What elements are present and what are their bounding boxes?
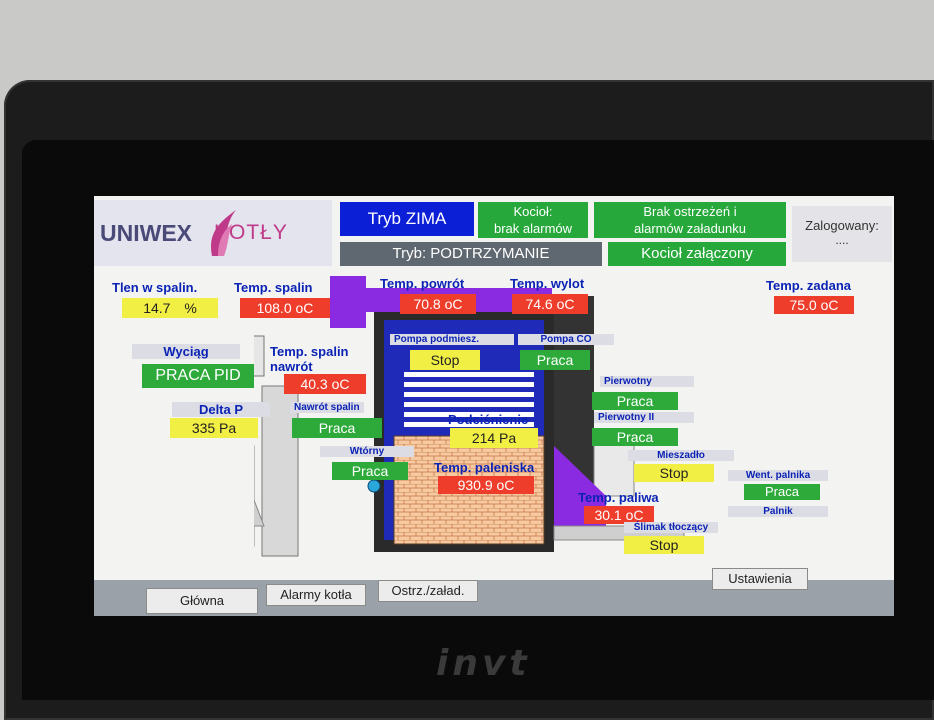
device-brand: invt <box>436 643 531 684</box>
burner-label: Palnik <box>728 506 828 517</box>
burner-fan-value[interactable]: Praca <box>744 484 820 500</box>
mode-indicator[interactable]: Tryb ZIMA <box>340 202 474 236</box>
exhaust-label: Wyciąg <box>132 344 240 359</box>
delta-p-value[interactable]: 335 Pa <box>170 418 258 438</box>
settings-button[interactable]: Ustawienia <box>712 568 808 590</box>
login-box[interactable]: Zalogowany: .... <box>792 206 892 262</box>
alarms-button[interactable]: Alarmy kotła <box>266 584 366 606</box>
uniwex-logo: UNIWEX KOTŁY <box>94 200 332 266</box>
exhaust-value[interactable]: PRACA PID <box>142 364 254 388</box>
co-pump-label: Pompa CO <box>518 334 614 345</box>
fuel-temp-value[interactable]: 30.1 oC <box>584 506 654 524</box>
flue-return-temp-value[interactable]: 40.3 oC <box>284 374 366 394</box>
burner-fan-label: Went. palnika <box>728 470 828 481</box>
flue-return-label: Nawrót spalin <box>290 402 364 413</box>
primary-value[interactable]: Praca <box>592 392 678 410</box>
co-pump-value[interactable]: Praca <box>520 350 590 370</box>
boiler-on-status: Kocioł załączony <box>608 242 786 266</box>
outlet-temp-value[interactable]: 74.6 oC <box>512 294 588 314</box>
mixer-value[interactable]: Stop <box>634 464 714 482</box>
secondary-value[interactable]: Praca <box>332 462 408 480</box>
oxygen-label: Tlen w spalin. <box>112 280 198 295</box>
mode-text: Tryb ZIMA <box>367 209 447 228</box>
return-temp-value[interactable]: 70.8 oC <box>400 294 476 314</box>
set-temp-label: Temp. zadana <box>766 278 852 293</box>
state-text: Tryb: PODTRZYMANIE <box>392 245 550 262</box>
outlet-temp-label: Temp. wylot <box>510 276 585 291</box>
main-button[interactable]: Główna <box>146 588 258 614</box>
secondary-label: Wtórny <box>320 446 414 457</box>
underpressure-value[interactable]: 214 Pa <box>450 428 538 448</box>
boiler-alarm-status: Kocioł: brak alarmów <box>478 202 588 238</box>
flue-return-temp-label-line2: nawrót <box>270 359 313 374</box>
oxygen-number: 14.7 <box>143 300 171 316</box>
oxygen-unit: % <box>184 300 197 316</box>
hmi-screen: UNIWEX KOTŁY Tryb ZIMA Tryb: PODTRZYMANI… <box>94 196 894 616</box>
logo-text-uniwex: UNIWEX <box>100 219 192 246</box>
primary2-value[interactable]: Praca <box>592 428 678 446</box>
loading-warning-line2: alarmów załadunku <box>633 221 746 236</box>
login-label: Zalogowany: <box>805 218 879 233</box>
flue-return-value[interactable]: Praca <box>292 418 382 438</box>
set-temp-value[interactable]: 75.0 oC <box>774 296 854 314</box>
flue-return-temp-label-line1: Temp. spalin <box>270 344 349 359</box>
furnace-temp-label: Temp. paleniska <box>434 460 535 475</box>
mix-pump-label: Pompa podmiesz. <box>390 334 514 345</box>
boiler-on-text: Kocioł załączony <box>641 245 753 262</box>
return-temp-label: Temp. powrót <box>380 276 465 291</box>
mix-pump-value[interactable]: Stop <box>410 350 480 370</box>
furnace-temp-value[interactable]: 930.9 oC <box>438 476 534 494</box>
underpressure-label: Podciśnienie <box>448 412 529 427</box>
state-indicator: Tryb: PODTRZYMANIE <box>340 242 602 266</box>
primary-label: Pierwotny <box>600 376 694 387</box>
oxygen-value[interactable]: 14.7 % <box>122 298 218 318</box>
flue-temp-label: Temp. spalin <box>234 280 313 295</box>
primary2-label: Pierwotny II <box>594 412 694 423</box>
flue-return-temp-label: Temp. spalin nawrót <box>270 344 349 374</box>
loading-warning-status: Brak ostrzeżeń i alarmów załadunku <box>594 202 786 238</box>
warnings-button[interactable]: Ostrz./załad. <box>378 580 478 602</box>
login-user: .... <box>835 233 849 247</box>
mixer-label: Mieszadło <box>628 450 734 461</box>
fuel-temp-label: Temp. paliwa <box>578 490 659 505</box>
boiler-alarm-line1: Kocioł: <box>513 204 553 219</box>
loading-warning-line1: Brak ostrzeżeń i <box>643 204 737 219</box>
delta-p-label: Delta P <box>172 402 270 417</box>
logo-text-kotly: KOTŁY <box>214 221 288 244</box>
boiler-alarm-line2: brak alarmów <box>493 221 573 236</box>
auger-value[interactable]: Stop <box>624 536 704 554</box>
flue-temp-value[interactable]: 108.0 oC <box>240 298 330 318</box>
auger-label: Ślimak tłoczący <box>624 522 718 533</box>
flame-logo-icon <box>211 210 236 256</box>
